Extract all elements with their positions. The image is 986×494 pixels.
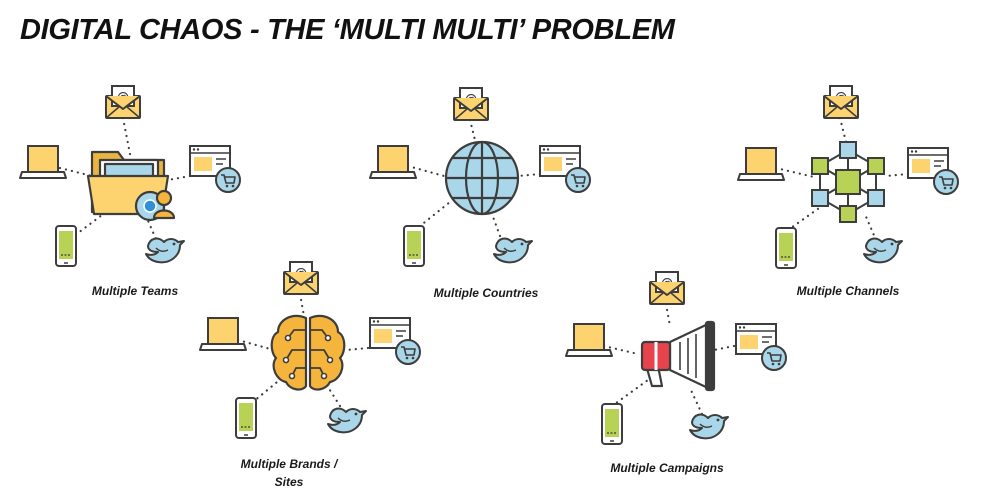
cluster-multiple-countries: Multiple Countries [368,84,591,300]
bird-icon [689,413,729,440]
network-cubes-icon [811,141,885,223]
cluster-multiple-brands-sites: Multiple Brands / Sites [196,256,421,489]
cluster-label-line-2: Sites [274,475,304,489]
laptop-icon [369,145,417,179]
cluster-label: Multiple Campaigns [610,461,724,475]
email-icon [649,271,685,305]
cluster-label-line-1: Multiple Brands / [240,457,338,471]
phone-icon [775,227,797,269]
cluster-label: Multiple Countries [433,286,539,300]
bird-icon [327,407,367,434]
bird-icon [493,237,533,264]
email-icon [283,261,319,295]
globe-icon [444,140,520,216]
email-icon [453,87,489,121]
bird-icon [863,237,903,264]
connector-lines [602,302,736,416]
laptop-icon [199,317,247,351]
brain-circuit-icon [270,314,346,391]
cluster-multiple-channels: Multiple Channels [736,82,959,298]
browser-cart-icon [189,145,241,193]
browser-cart-icon [369,317,421,365]
connector-lines [774,116,910,242]
folder-user-icon [86,150,176,222]
email-icon [823,85,859,119]
browser-cart-icon [539,145,591,193]
cluster-label: Multiple Teams [91,284,179,298]
connector-lines [406,118,542,238]
browser-cart-icon [735,323,787,371]
browser-cart-icon [907,147,959,195]
connector-lines [236,292,370,408]
cluster-multiple-teams: Multiple Teams [18,82,241,298]
laptop-icon [19,145,67,179]
laptop-icon [565,323,613,357]
laptop-icon [737,147,785,181]
cluster-label: Multiple Channels [796,284,900,298]
phone-icon [55,225,77,267]
megaphone-icon [640,320,716,392]
email-icon [105,85,141,119]
phone-icon [403,225,425,267]
bird-icon [145,237,185,264]
phone-icon [235,397,257,439]
cluster-multiple-campaigns: Multiple Campaigns [562,266,787,476]
page-title: DIGITAL CHAOS - THE ‘MULTI MULTI’ PROBLE… [20,14,675,46]
phone-icon [601,403,623,445]
